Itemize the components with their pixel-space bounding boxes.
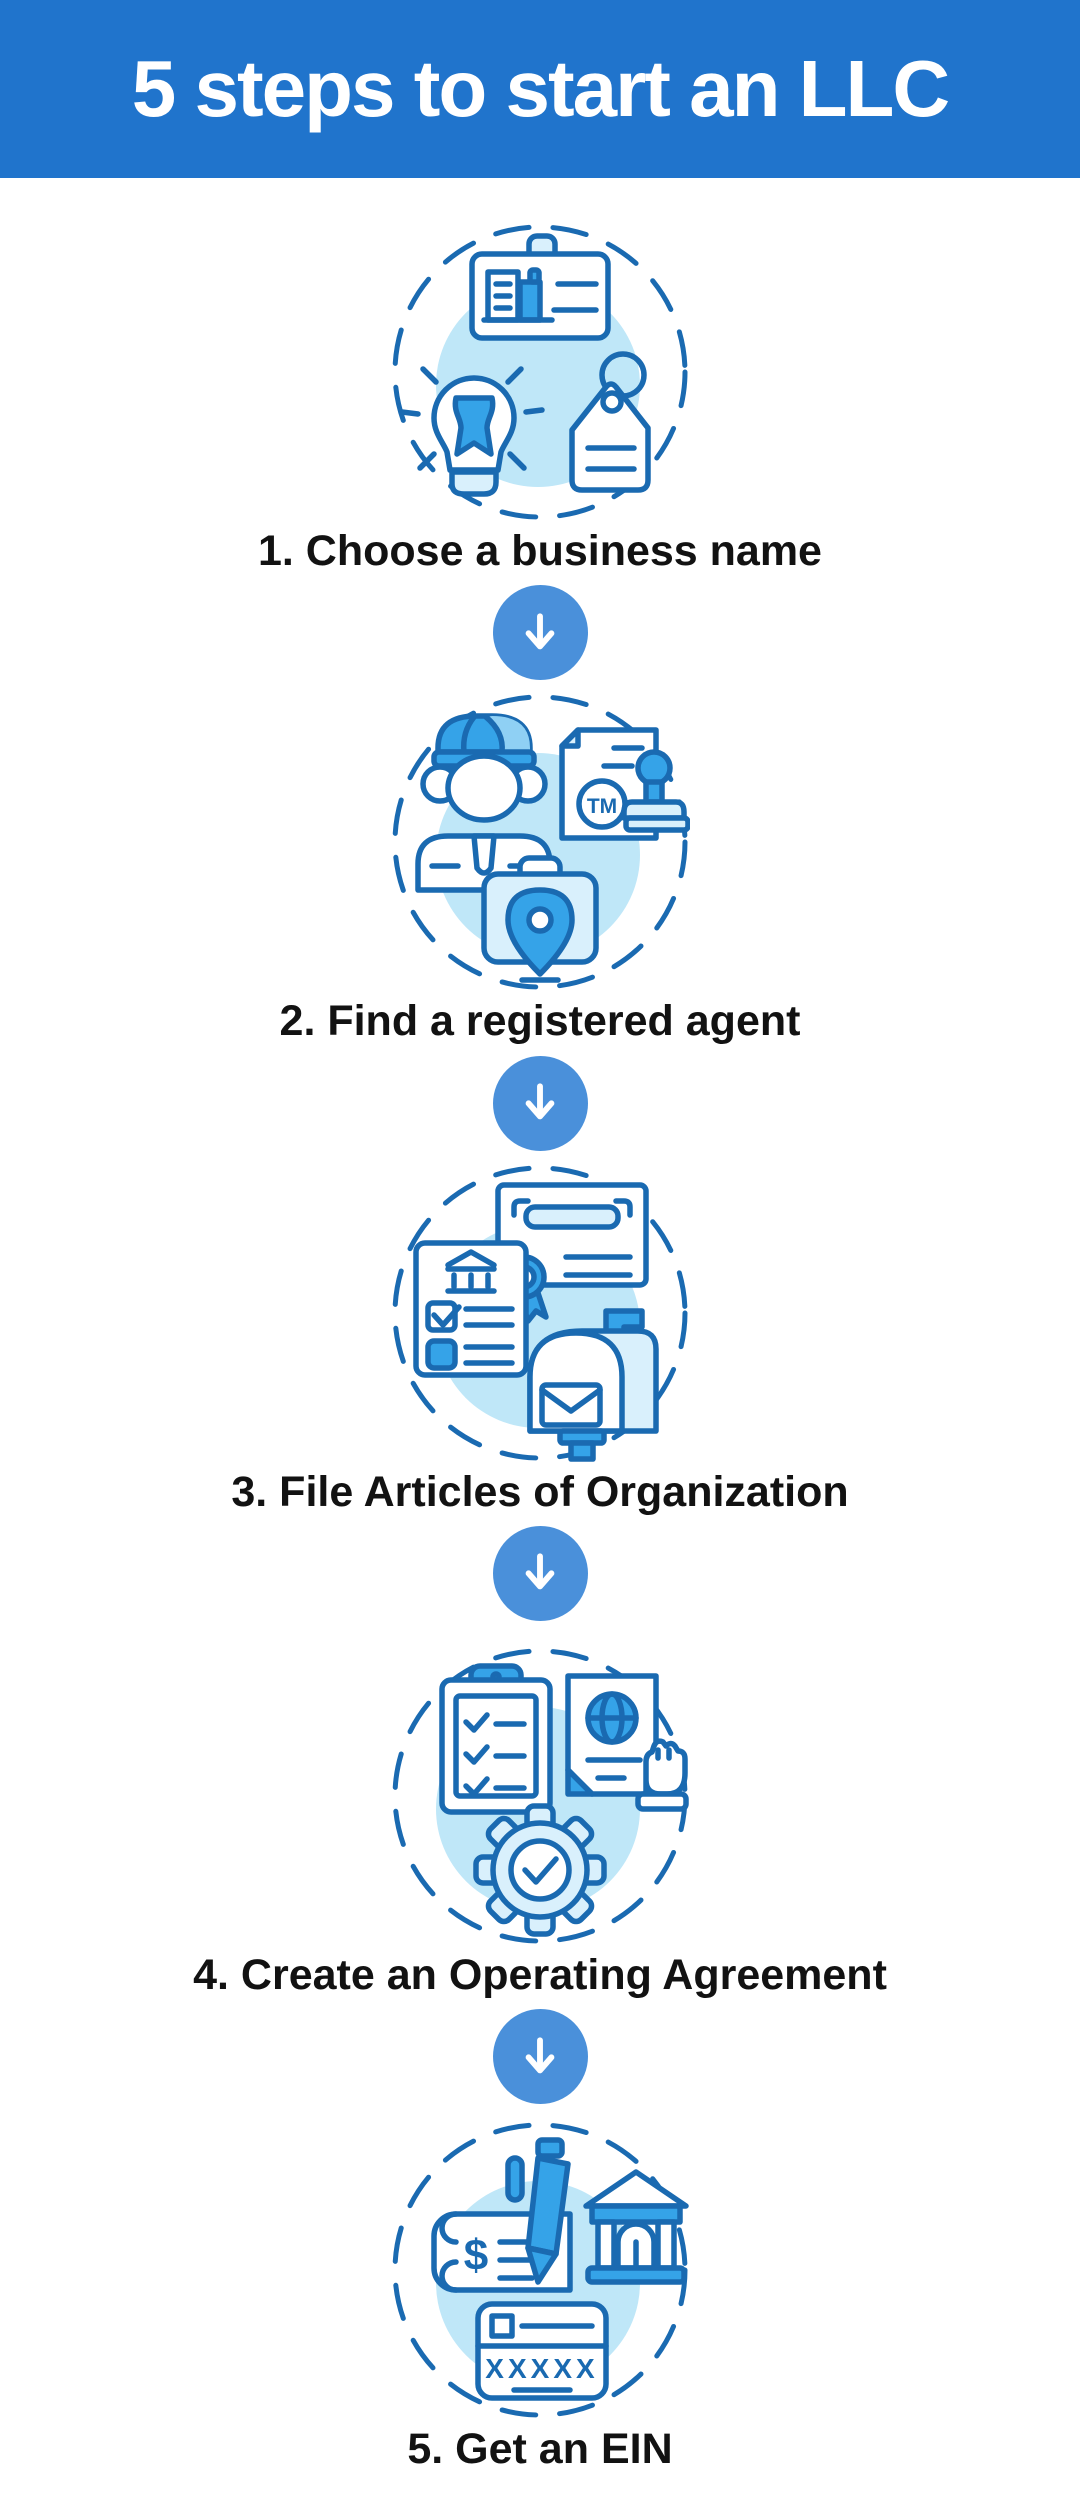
step-2: TM 2. Find a registered agent: [279, 680, 801, 1046]
header-banner: 5 steps to start an LLC: [0, 0, 1080, 178]
step-3: 3. File Articles of Organization: [231, 1151, 849, 1516]
step-label: 5. Get an EIN: [407, 2425, 673, 2474]
lightbulb-icon: [399, 366, 545, 497]
fist-icon: [635, 1738, 689, 1812]
ein-mask-text: XXXXX: [485, 2353, 598, 2384]
signed-check-icon: $: [431, 2137, 573, 2293]
id-badge-icon: [469, 233, 611, 341]
down-arrow-icon: [492, 1525, 588, 1621]
articles-of-organization-icon: [390, 1163, 690, 1463]
step-4: 4. Create an Operating Agreement: [193, 1621, 887, 1999]
down-arrow-icon: [492, 1055, 588, 1151]
page-title: 5 steps to start an LLC: [131, 44, 950, 133]
agreement-document-icon: [565, 1673, 659, 1797]
price-tag-icon: [569, 351, 651, 493]
registered-agent-icon: TM: [390, 692, 690, 992]
dashed-ring: [392, 224, 688, 520]
step-label: 3. File Articles of Organization: [231, 1467, 849, 1516]
operating-agreement-icon: [390, 1646, 690, 1946]
bank-icon: [583, 2169, 689, 2285]
gear-check-icon: [473, 1803, 607, 1937]
step-label: 2. Find a registered agent: [279, 997, 801, 1046]
ein-icon: $: [390, 2120, 690, 2420]
step-label: 1. Choose a business name: [258, 527, 822, 575]
trademark-label: TM: [587, 795, 617, 818]
ein-card-icon: XXXXX: [475, 2301, 609, 2401]
step-5: $: [390, 2104, 690, 2473]
stamp-icon: [621, 749, 690, 834]
briefcase-location-icon: [481, 855, 599, 984]
clipboard-checklist-icon: [439, 1663, 553, 1815]
dashed-ring: [392, 694, 688, 990]
business-name-icon: [390, 222, 690, 522]
dashed-ring: [392, 1165, 688, 1461]
mailbox-icon: [527, 1307, 659, 1462]
dollar-sign: $: [464, 2231, 488, 2280]
checklist-document-icon: [413, 1239, 529, 1378]
step-label: 4. Create an Operating Agreement: [193, 1950, 887, 1999]
down-arrow-icon: [492, 2009, 588, 2105]
step-1: 1. Choose a business name: [258, 178, 822, 575]
down-arrow-icon: [492, 585, 588, 681]
